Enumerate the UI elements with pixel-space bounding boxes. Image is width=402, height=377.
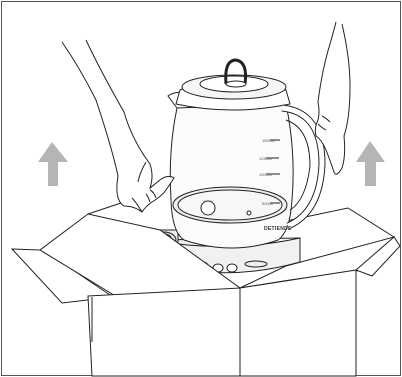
- scale-mark-1250: 1250ml: [259, 156, 272, 161]
- scale-mark-1000: 1000ml: [259, 172, 272, 177]
- lift-arrow-left: [38, 142, 68, 186]
- up-arrow-icon: [38, 142, 68, 186]
- scale-mark-500: 500ml: [262, 201, 273, 206]
- kettle-brand-label: DETIENDE: [264, 226, 292, 232]
- left-hand: [62, 40, 174, 212]
- scale-mark-1500: 1500ml: [262, 138, 275, 143]
- lift-arrow-right: [356, 141, 385, 186]
- up-arrow-icon: [356, 141, 385, 186]
